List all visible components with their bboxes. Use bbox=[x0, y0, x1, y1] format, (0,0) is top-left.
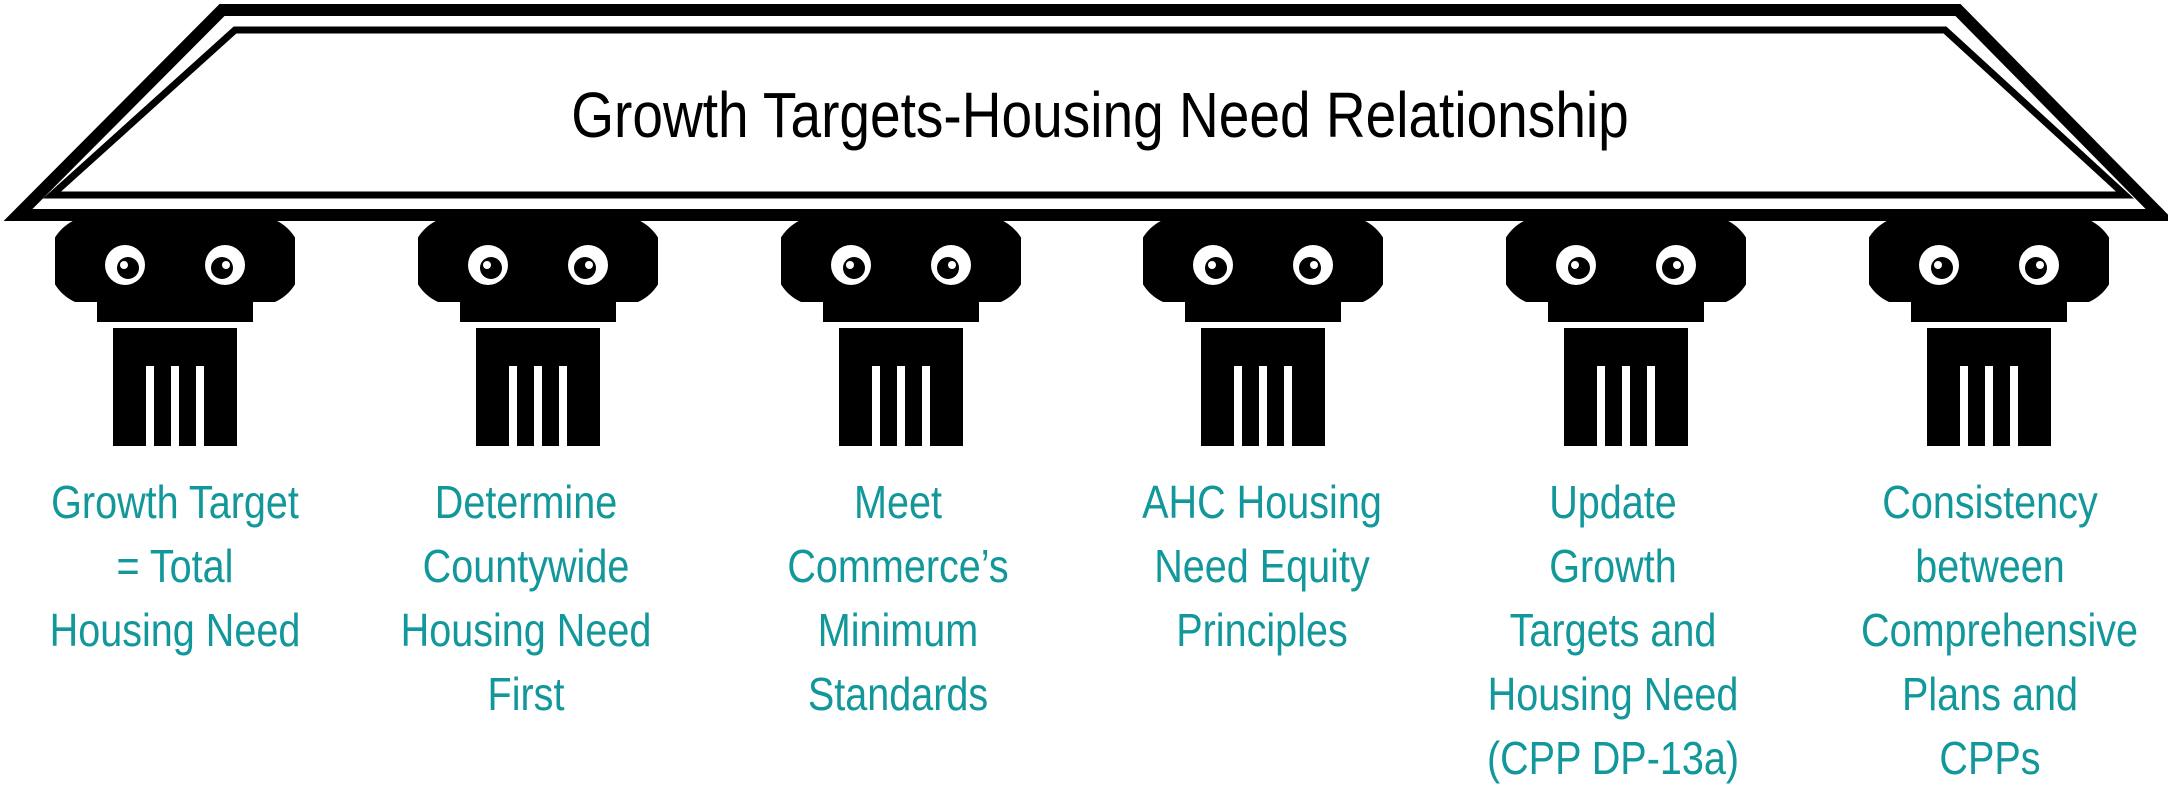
label-line: Commerce’s bbox=[787, 540, 1009, 592]
label-line: Growth bbox=[1549, 540, 1677, 592]
label-line: Determine bbox=[434, 476, 618, 528]
label-line: Housing Need bbox=[400, 604, 652, 656]
roof-pediment bbox=[3, 4, 2168, 221]
label-line: between bbox=[1915, 540, 2065, 592]
column-icon bbox=[55, 218, 295, 446]
label-line: Update bbox=[1549, 476, 1677, 528]
label-line: Standards bbox=[807, 668, 989, 720]
pillar-4 bbox=[1143, 210, 1383, 460]
label-line: First bbox=[487, 668, 565, 720]
label-line: Growth Target bbox=[51, 476, 299, 528]
pillar-5-label: Update Growth Targets and Housing Need (… bbox=[1484, 470, 1742, 790]
pillar-3-label: Meet Commerce’s Minimum Standards bbox=[769, 470, 1027, 726]
column-icon bbox=[1869, 218, 2109, 446]
label-line: Housing Need bbox=[49, 604, 301, 656]
label-line: (CPP DP-13a) bbox=[1486, 732, 1740, 784]
pillar-6-label: Consistency between Comprehensive Plans … bbox=[1861, 470, 2139, 790]
diagram-title: Growth Targets-Housing Need Relationship bbox=[571, 79, 1629, 151]
label-line: = Total bbox=[116, 540, 234, 592]
pillar-4-label: AHC Housing Need Equity Principles bbox=[1133, 470, 1391, 662]
label-line: Need Equity bbox=[1154, 540, 1370, 592]
pillar-3 bbox=[781, 210, 1021, 460]
pillar-2 bbox=[418, 210, 658, 460]
label-line: Plans and bbox=[1902, 668, 2078, 720]
column-icon bbox=[1506, 218, 1746, 446]
label-line: Targets and bbox=[1509, 604, 1717, 656]
column-icon bbox=[418, 218, 658, 446]
label-line: Minimum bbox=[817, 604, 979, 656]
pillar-1-label: Growth Target = Total Housing Need bbox=[46, 470, 304, 662]
column-icon bbox=[781, 218, 1021, 446]
column-icon bbox=[1143, 218, 1383, 446]
label-line: Countywide bbox=[422, 540, 630, 592]
label-line: Meet bbox=[854, 476, 942, 528]
label-line: Comprehensive bbox=[1861, 604, 2139, 656]
label-line: AHC Housing bbox=[1142, 476, 1382, 528]
label-line: Housing Need bbox=[1487, 668, 1739, 720]
pillar-5 bbox=[1506, 210, 1746, 460]
pillar-1 bbox=[55, 210, 295, 460]
label-line: Consistency bbox=[1882, 476, 2098, 528]
pillar-6 bbox=[1869, 210, 2109, 460]
pillar-2-label: Determine Countywide Housing Need First bbox=[397, 470, 655, 726]
label-line: Principles bbox=[1176, 604, 1348, 656]
label-line: CPPs bbox=[1939, 732, 2041, 784]
roof-inner-outline bbox=[42, 26, 2134, 199]
